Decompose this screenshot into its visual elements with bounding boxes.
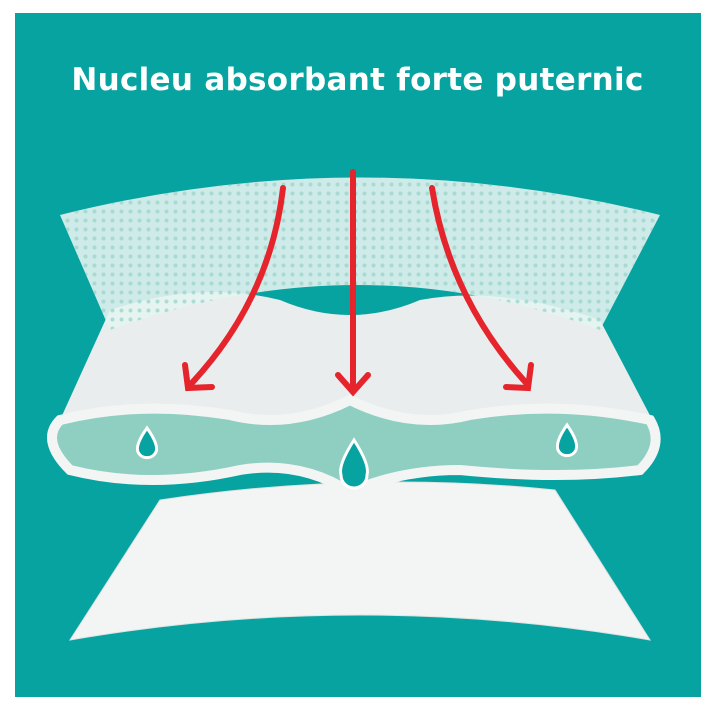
arrow-center-icon	[335, 169, 371, 397]
arrow-left-icon	[182, 185, 286, 392]
drop-right-icon	[555, 422, 579, 458]
core-top-layer	[60, 292, 655, 425]
drop-center-icon	[339, 437, 369, 490]
drop-left-icon	[135, 425, 159, 460]
drop-icons	[135, 422, 579, 490]
bottom-sheet	[68, 481, 652, 641]
arrow-right-icon	[429, 185, 534, 392]
headline: Nucleu absorbant forte puternic	[71, 62, 644, 98]
arrow-icons	[182, 169, 534, 397]
